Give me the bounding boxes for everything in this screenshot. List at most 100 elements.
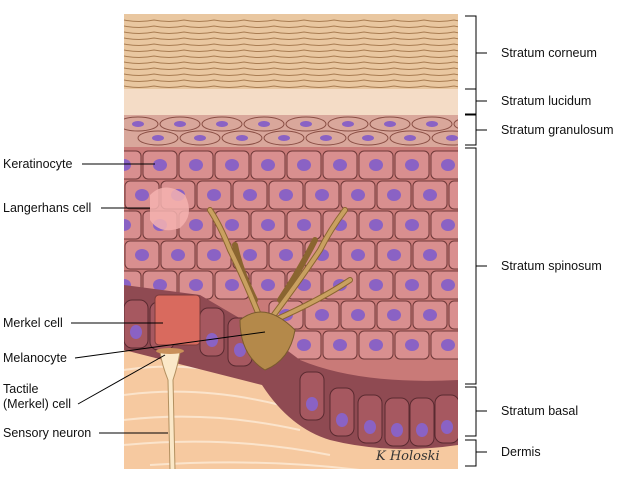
cell-nucleus (336, 413, 348, 427)
corneum-fiber (124, 49, 458, 52)
cell-nucleus (279, 189, 293, 201)
cell-nucleus (333, 159, 347, 171)
cell-nucleus (423, 189, 437, 201)
cell-nucleus (225, 159, 239, 171)
cell-nucleus (216, 121, 228, 127)
label-stratum-basal: Stratum basal (501, 404, 579, 418)
cell-nucleus (132, 121, 144, 127)
label-merkel-cell: Merkel cell (3, 316, 63, 330)
corneum-fiber (124, 19, 458, 22)
cell-nucleus (124, 219, 131, 231)
cell-nucleus (387, 189, 401, 201)
corneum-fiber (124, 31, 458, 34)
basal-cell (124, 299, 149, 349)
granulosum-cell (431, 130, 458, 146)
corneum-fiber (124, 25, 458, 28)
cell-nucleus (315, 189, 329, 201)
label-sensory-neuron: Sensory neuron (3, 426, 92, 440)
label-tactile-line1: Tactile (3, 382, 39, 396)
cell-nucleus (416, 423, 428, 437)
keratinocyte-cell (448, 300, 458, 330)
cell-nucleus (423, 249, 437, 261)
basal-cell (357, 394, 383, 444)
cell-nucleus (351, 189, 365, 201)
cell-nucleus (459, 249, 473, 261)
cell-nucleus (152, 135, 164, 141)
cell-nucleus (225, 279, 239, 291)
cell-nucleus (297, 159, 311, 171)
layer-brackets (465, 15, 487, 467)
cell-nucleus (189, 159, 203, 171)
cell-nucleus (362, 135, 374, 141)
cell-nucleus (194, 135, 206, 141)
cell-nucleus (333, 339, 347, 351)
cell-nucleus (342, 121, 354, 127)
cell-nucleus (153, 279, 167, 291)
cell-nucleus (261, 279, 275, 291)
cell-nucleus (135, 189, 149, 201)
cell-nucleus (459, 189, 473, 201)
cell-nucleus (441, 219, 455, 231)
leader-lines (71, 163, 266, 434)
cell-nucleus (404, 135, 416, 141)
corneum-fiber (124, 55, 458, 58)
basal-cell (409, 397, 435, 447)
label-stratum-spinosum: Stratum spinosum (501, 259, 602, 273)
keratinocyte-cell (448, 180, 458, 210)
keratinocyte-cell (124, 150, 142, 180)
cell-nucleus (391, 423, 403, 437)
corneum-fiber (124, 37, 458, 40)
corneum-fiber (124, 73, 458, 76)
cell-nucleus (135, 249, 149, 261)
label-stratum-corneum: Stratum corneum (501, 46, 597, 60)
basal-cell (329, 387, 355, 437)
basal-cell (299, 371, 325, 421)
cell-nucleus (225, 219, 239, 231)
cell-nucleus (405, 279, 419, 291)
cell-nucleus (426, 121, 438, 127)
granulosum-cell (453, 119, 458, 129)
cell-nucleus (297, 339, 311, 351)
cell-nucleus (364, 420, 376, 434)
cell-nucleus (279, 249, 293, 261)
cell-nucleus (236, 135, 248, 141)
label-dermis: Dermis (501, 445, 541, 459)
cell-nucleus (423, 309, 437, 321)
cell-nucleus (446, 135, 458, 141)
cell-nucleus (384, 121, 396, 127)
cell-nucleus (258, 121, 270, 127)
cell-nucleus (441, 279, 455, 291)
cell-nucleus (369, 279, 383, 291)
corneum-fiber (124, 79, 458, 82)
cell-nucleus (441, 159, 455, 171)
cell-nucleus (405, 219, 419, 231)
keratinocyte-cell (124, 210, 142, 240)
cell-nucleus (320, 135, 332, 141)
cell-nucleus (130, 325, 142, 339)
cell-nucleus (189, 279, 203, 291)
stratum-lucidum-region (124, 89, 458, 115)
artist-signature: K Holoski (376, 449, 440, 464)
cell-nucleus (174, 121, 186, 127)
label-langerhans-cell: Langerhans cell (3, 201, 92, 215)
corneum-fiber (124, 43, 458, 46)
label-tactile-line2: (Merkel) cell (3, 397, 72, 411)
cell-nucleus (405, 159, 419, 171)
cell-nucleus (369, 219, 383, 231)
cell-nucleus (189, 219, 203, 231)
cell-nucleus (351, 249, 365, 261)
cell-nucleus (243, 189, 257, 201)
cell-nucleus (369, 339, 383, 351)
label-stratum-granulosum: Stratum granulosum (501, 123, 614, 137)
cell-nucleus (459, 309, 473, 321)
cell-nucleus (351, 309, 365, 321)
cell-nucleus (468, 121, 480, 127)
cell-nucleus (387, 249, 401, 261)
cell-nucleus (315, 309, 329, 321)
keratinocyte-cell (448, 240, 458, 270)
basal-cell (434, 394, 458, 444)
cell-nucleus (153, 159, 167, 171)
cell-nucleus (207, 189, 221, 201)
cell-nucleus (441, 420, 453, 434)
